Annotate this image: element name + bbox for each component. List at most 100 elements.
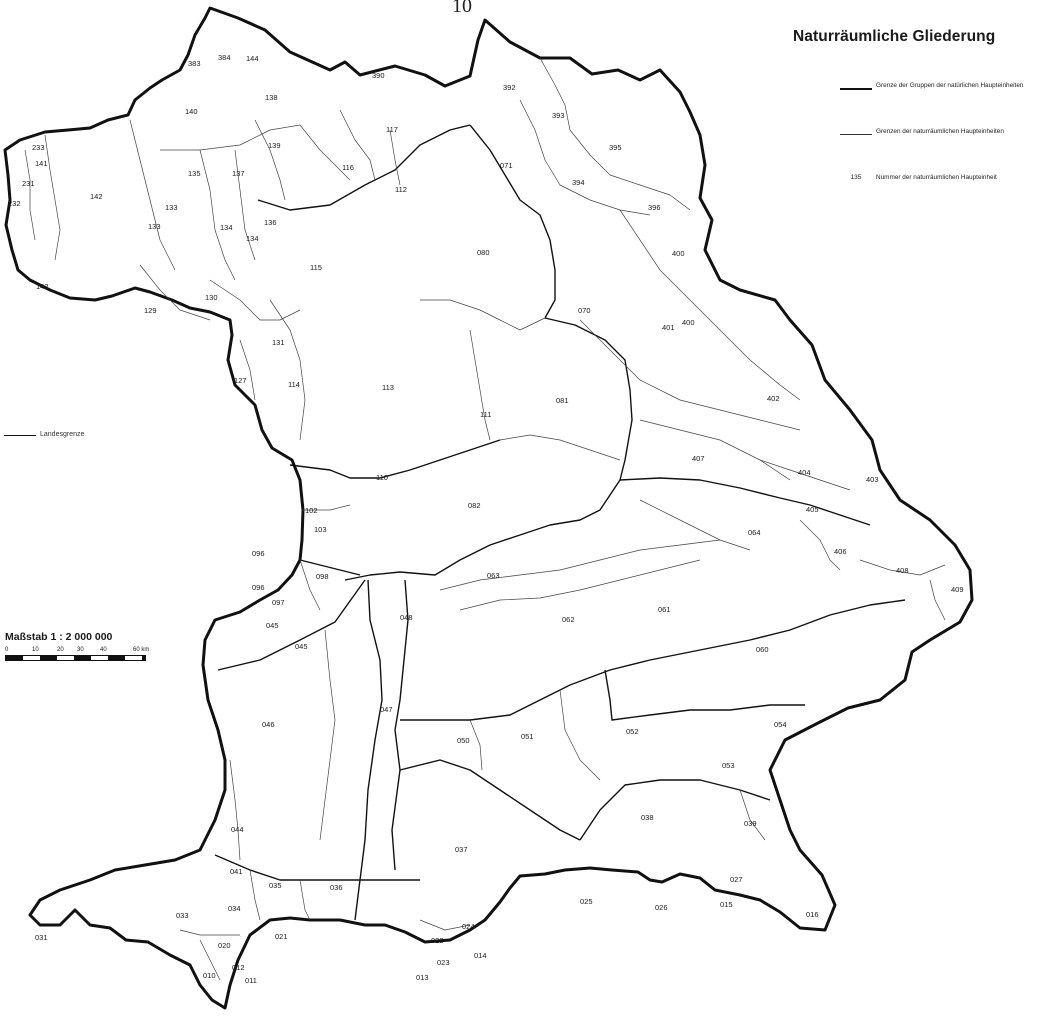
region-label: 400 [672, 249, 685, 258]
unit-boundary [302, 504, 351, 511]
group-boundary [257, 124, 471, 211]
region-label: 022 [431, 936, 444, 945]
region-label: 392 [503, 83, 516, 92]
region-label: 063 [487, 571, 500, 580]
region-label: 026 [655, 903, 668, 912]
region-label: 039 [744, 819, 757, 828]
legend-item-unit-border: Grenzen der naturräumlichen Haupteinheit… [840, 128, 1050, 174]
region-label: 023 [437, 958, 450, 967]
unit-boundary [254, 119, 286, 201]
region-label: 024 [462, 922, 475, 931]
unit-boundary [299, 559, 321, 611]
unit-boundary [319, 629, 336, 841]
region-label: 097 [272, 598, 285, 607]
scale-tick: 20 [57, 647, 64, 653]
region-label: 133 [148, 222, 161, 231]
unit-boundary [499, 434, 621, 461]
unit-boundary [339, 109, 376, 181]
group-boundary [544, 317, 633, 481]
region-label: 012 [232, 963, 245, 972]
region-label: 114 [288, 380, 300, 389]
region-label: 103 [314, 525, 327, 534]
unit-boundary [639, 419, 791, 481]
region-label: 070 [578, 306, 591, 315]
map-title: Naturräumliche Gliederung [793, 28, 996, 45]
region-label: 141 [35, 159, 48, 168]
legend-text: Nummer der naturräumlichen Haupteinheit [876, 174, 997, 181]
region-label: 010 [203, 971, 216, 980]
unit-boundary [139, 264, 211, 321]
region-label: 384 [218, 53, 231, 62]
scale-label: Maßstab 1 : 2 000 000 [5, 631, 113, 643]
unit-boundary [519, 99, 651, 216]
region-label: 406 [834, 547, 847, 556]
region-label: 135 [188, 169, 201, 178]
region-label: 139 [268, 141, 281, 150]
unit-boundaries [24, 57, 946, 981]
region-label: 409 [951, 585, 964, 594]
group-boundary [354, 579, 383, 921]
unit-boundary [609, 174, 691, 211]
unit-boundary [419, 919, 471, 931]
region-label: 081 [556, 396, 569, 405]
unit-boundary [539, 57, 611, 176]
region-label: 013 [416, 973, 429, 982]
region-label: 400 [682, 318, 695, 327]
region-label: 053 [722, 761, 735, 770]
region-label: 404 [798, 468, 811, 477]
group-boundary [604, 669, 805, 721]
region-label: 110 [376, 473, 388, 482]
map-legend: Grenze der Gruppen der natürlichen Haupt… [840, 82, 1050, 220]
region-label: 140 [185, 107, 198, 116]
region-label: 383 [188, 59, 201, 68]
unit-boundary [129, 119, 176, 271]
region-label: 080 [477, 248, 490, 257]
region-label: 031 [35, 933, 48, 942]
region-label: 096 [252, 549, 265, 558]
unit-boundary [229, 759, 241, 861]
state-border-legend: Landesgrenze [4, 428, 154, 444]
unit-boundary [389, 129, 401, 186]
region-label: 127 [234, 376, 247, 385]
region-label: 395 [609, 143, 622, 152]
region-label: 231 [22, 179, 35, 188]
region-label: 096 [252, 583, 265, 592]
region-label: 401 [662, 323, 675, 332]
region-label: 027 [730, 875, 743, 884]
scale-tick: 10 [32, 647, 39, 653]
group-boundary [579, 779, 771, 841]
unit-boundary [269, 299, 306, 441]
region-label: 016 [806, 910, 819, 919]
region-label: 111 [480, 410, 491, 419]
group-boundary [469, 124, 556, 319]
unit-boundary [209, 279, 301, 321]
group-boundaries [214, 124, 906, 921]
region-label: 034 [228, 904, 241, 913]
thin-line-symbol [840, 134, 872, 135]
scale-tick: 0 [5, 647, 9, 653]
region-label: 044 [231, 825, 244, 834]
unit-boundary [160, 124, 301, 151]
region-label: 011 [245, 976, 257, 985]
region-label: 102 [305, 506, 318, 515]
unit-boundary [469, 719, 483, 771]
unit-boundary [799, 519, 841, 571]
unit-boundary [199, 149, 236, 281]
region-label: 142 [90, 192, 103, 201]
region-label: 390 [372, 71, 385, 80]
region-label: 136 [264, 218, 277, 227]
region-label: 038 [641, 813, 654, 822]
region-label: 115 [310, 263, 322, 272]
region-label: 131 [272, 338, 285, 347]
legend-text: Grenzen der naturräumlichen Haupteinheit… [876, 128, 1004, 135]
unit-boundary [199, 939, 221, 981]
region-label: 082 [468, 501, 481, 510]
unit-boundary [559, 689, 601, 781]
region-label: 060 [756, 645, 769, 654]
region-label: 046 [262, 720, 275, 729]
scale-tick: 30 [77, 647, 84, 653]
page-number: 10 [452, 0, 472, 17]
group-boundary [217, 579, 366, 671]
unit-boundary [439, 539, 721, 591]
scale-bar-graphic [5, 655, 146, 661]
